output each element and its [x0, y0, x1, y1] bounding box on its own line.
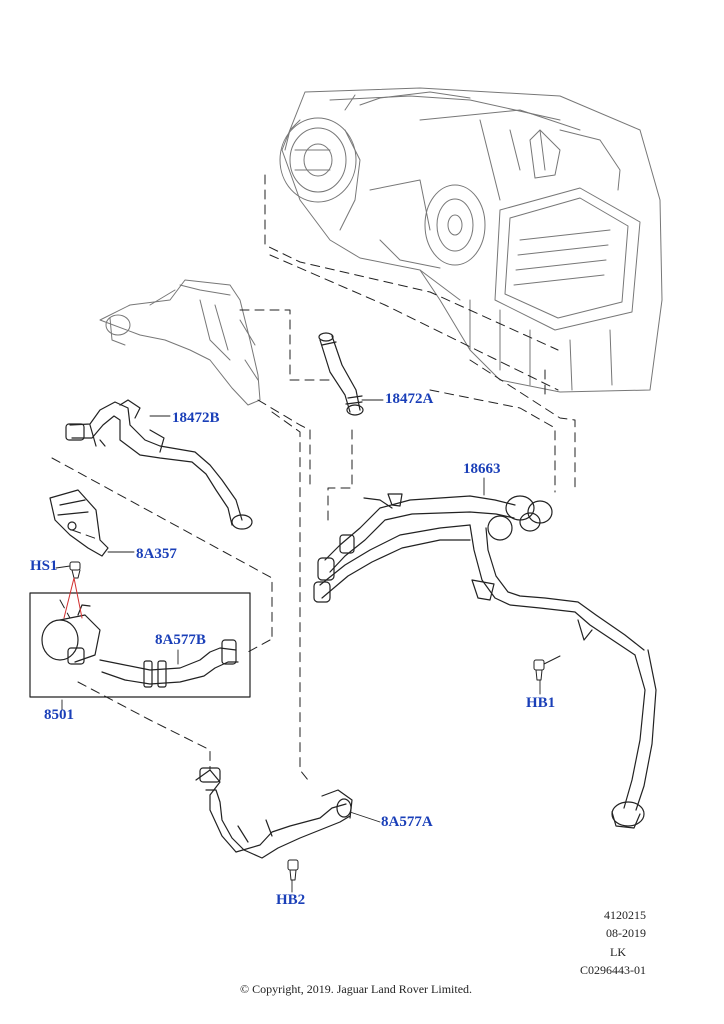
- heater-sub-assembly: [99, 279, 261, 406]
- callout-hb1[interactable]: HB1: [526, 695, 556, 711]
- callout-leaders: [55, 399, 541, 893]
- callout-18472a[interactable]: 18472A: [385, 391, 434, 407]
- pump-8501: [41, 604, 101, 665]
- hose-18472b: [65, 399, 253, 530]
- callout-8a577b[interactable]: 8A577B: [155, 632, 206, 648]
- drawing-code: C0296443-01: [580, 963, 646, 977]
- screw-hs1: [69, 561, 81, 579]
- callout-hs1[interactable]: HS1: [30, 558, 58, 574]
- callout-18663[interactable]: 18663: [463, 461, 501, 477]
- callout-8a357[interactable]: 8A357: [136, 546, 177, 562]
- copyright-notice: © Copyright, 2019. Jaguar Land Rover Lim…: [239, 982, 473, 996]
- callout-8501[interactable]: 8501: [44, 707, 74, 723]
- callout-8a577a[interactable]: 8A577A: [381, 814, 433, 830]
- leader-lines: [51, 174, 576, 781]
- hvac-unit: [279, 87, 663, 393]
- bracket-8a357: [49, 489, 109, 557]
- drawing-date: 08-2019: [606, 926, 646, 940]
- hose-8a577b: [99, 639, 239, 688]
- hose-assembly-18663: [313, 493, 657, 829]
- hs1-red-pointers: [63, 577, 83, 619]
- callout-hb2[interactable]: HB2: [276, 892, 306, 908]
- hose-18472a: [318, 332, 364, 416]
- callout-18472b[interactable]: 18472B: [172, 410, 220, 426]
- bolt-hb2: [287, 859, 299, 881]
- drawing-initials: LK: [610, 945, 626, 959]
- hose-8a577a: [195, 767, 353, 859]
- pump-box-8501: [29, 592, 251, 698]
- drawing-ref-number: 4120215: [604, 908, 646, 922]
- bolt-hb1: [533, 655, 561, 681]
